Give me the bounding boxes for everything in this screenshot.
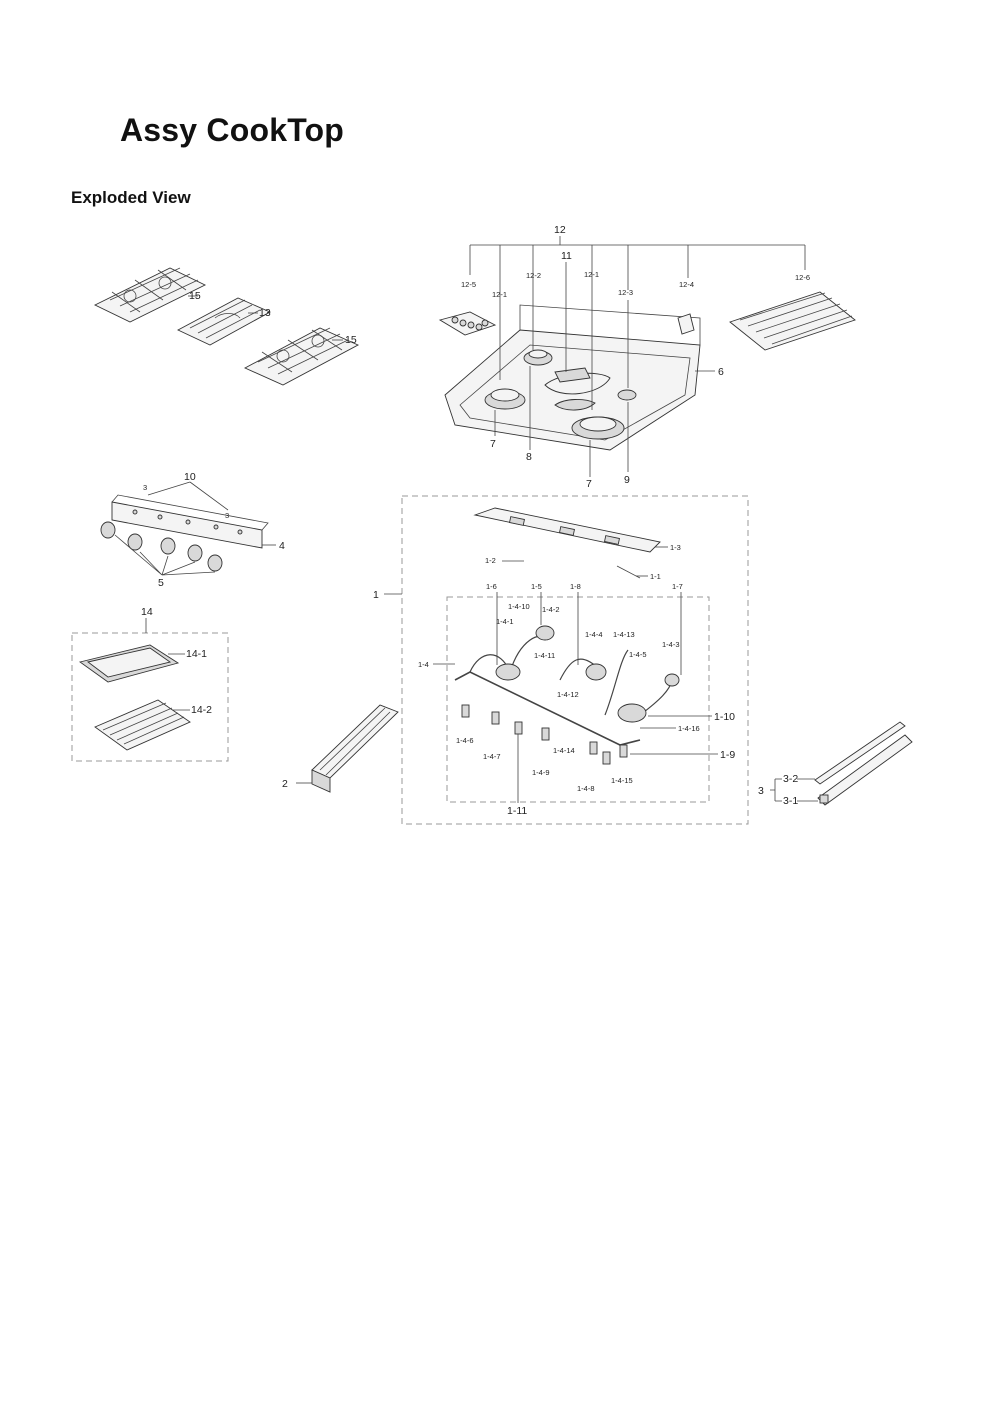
label-1-4-5: 1-4-5 (629, 650, 647, 659)
label-1-5: 1-5 (531, 582, 542, 591)
label-1-1: 1-1 (650, 572, 661, 581)
grate-right (243, 327, 360, 386)
label-8: 8 (526, 451, 532, 463)
label-1-4-13: 1-4-13 (613, 630, 635, 639)
label-1-2: 1-2 (485, 556, 496, 565)
label-1-4-3: 1-4-3 (662, 640, 680, 649)
label-15: 15 (189, 290, 201, 302)
label-1: 1 (373, 589, 379, 601)
label-3: 3 (143, 483, 147, 492)
label-3: 3 (758, 785, 764, 797)
label-12: 12 (554, 224, 566, 236)
page-title: Assy CookTop (120, 112, 345, 148)
label-12-1: 12-1 (492, 290, 507, 299)
label-12-5: 12-5 (461, 280, 476, 289)
label-1-4-6: 1-4-6 (456, 736, 474, 745)
slide-3-2 (814, 721, 906, 785)
label-1-11: 1-11 (507, 805, 527, 817)
griddle-14-1 (78, 644, 180, 683)
label-12-1: 12-1 (584, 270, 599, 279)
label-1-10: 1-10 (714, 711, 735, 723)
label-1-3: 1-3 (670, 543, 681, 552)
bracket-12-4 (677, 313, 695, 335)
label-2: 2 (282, 778, 288, 790)
label-5: 5 (158, 577, 164, 589)
label-1-4-14: 1-4-14 (553, 746, 575, 755)
label-14: 14 (141, 606, 153, 618)
label-1-4-7: 1-4-7 (483, 752, 501, 761)
rack-12-6 (729, 291, 856, 351)
label-1-8: 1-8 (570, 582, 581, 591)
part-2-bracket (311, 704, 399, 793)
label-4: 4 (279, 540, 285, 552)
label-1-6: 1-6 (486, 582, 497, 591)
label-1-4-8: 1-4-8 (577, 784, 595, 793)
grate-left (93, 267, 207, 323)
label-12-3: 12-3 (618, 288, 633, 297)
cooktop-body (444, 304, 701, 451)
label-7: 7 (586, 478, 592, 490)
label-1-4-11: 1-4-11 (534, 651, 555, 660)
griddle-group-box (71, 632, 229, 762)
manifold-group-box (401, 495, 749, 825)
knob-set (438, 311, 497, 336)
label-12-4: 12-4 (679, 280, 694, 289)
label-3: 3 (225, 511, 229, 520)
label-1-4-2: 1-4-2 (542, 605, 560, 614)
label-1-4-1: 1-4-1 (496, 617, 514, 626)
label-1-4: 1-4 (418, 660, 429, 669)
label-13: 13 (259, 307, 271, 319)
label-10: 10 (184, 471, 196, 483)
label-14-1: 14-1 (186, 648, 207, 660)
grate-center (176, 297, 272, 346)
label-14-2: 14-2 (191, 704, 212, 716)
oven-rack-14-2 (94, 699, 191, 751)
label-1-4-16: 1-4-16 (678, 724, 700, 733)
label-1-9: 1-9 (720, 749, 735, 761)
rail-1-3 (473, 507, 661, 553)
label-12-6: 12-6 (795, 273, 810, 282)
label-1-4-9: 1-4-9 (532, 768, 550, 777)
label-9: 9 (624, 474, 630, 486)
label-3-2: 3-2 (783, 773, 798, 785)
label-6: 6 (718, 366, 724, 378)
label-1-4-10: 1-4-10 (508, 602, 530, 611)
label-1-7: 1-7 (672, 582, 683, 591)
label-11: 11 (561, 250, 572, 262)
label-1-4-12: 1-4-12 (557, 690, 579, 699)
label-12-2: 12-2 (526, 271, 541, 280)
burner-valves (461, 625, 680, 765)
slide-3-1 (817, 734, 913, 806)
grill-plate (554, 367, 591, 383)
control-panel (111, 494, 269, 549)
label-3-1: 3-1 (783, 795, 798, 807)
label-1-4-15: 1-4-15 (611, 776, 633, 785)
label-1-4-4: 1-4-4 (585, 630, 603, 639)
knobs (100, 521, 223, 572)
label-15: 15 (345, 334, 357, 346)
section-subtitle: Exploded View (71, 188, 191, 207)
label-7: 7 (490, 438, 496, 450)
